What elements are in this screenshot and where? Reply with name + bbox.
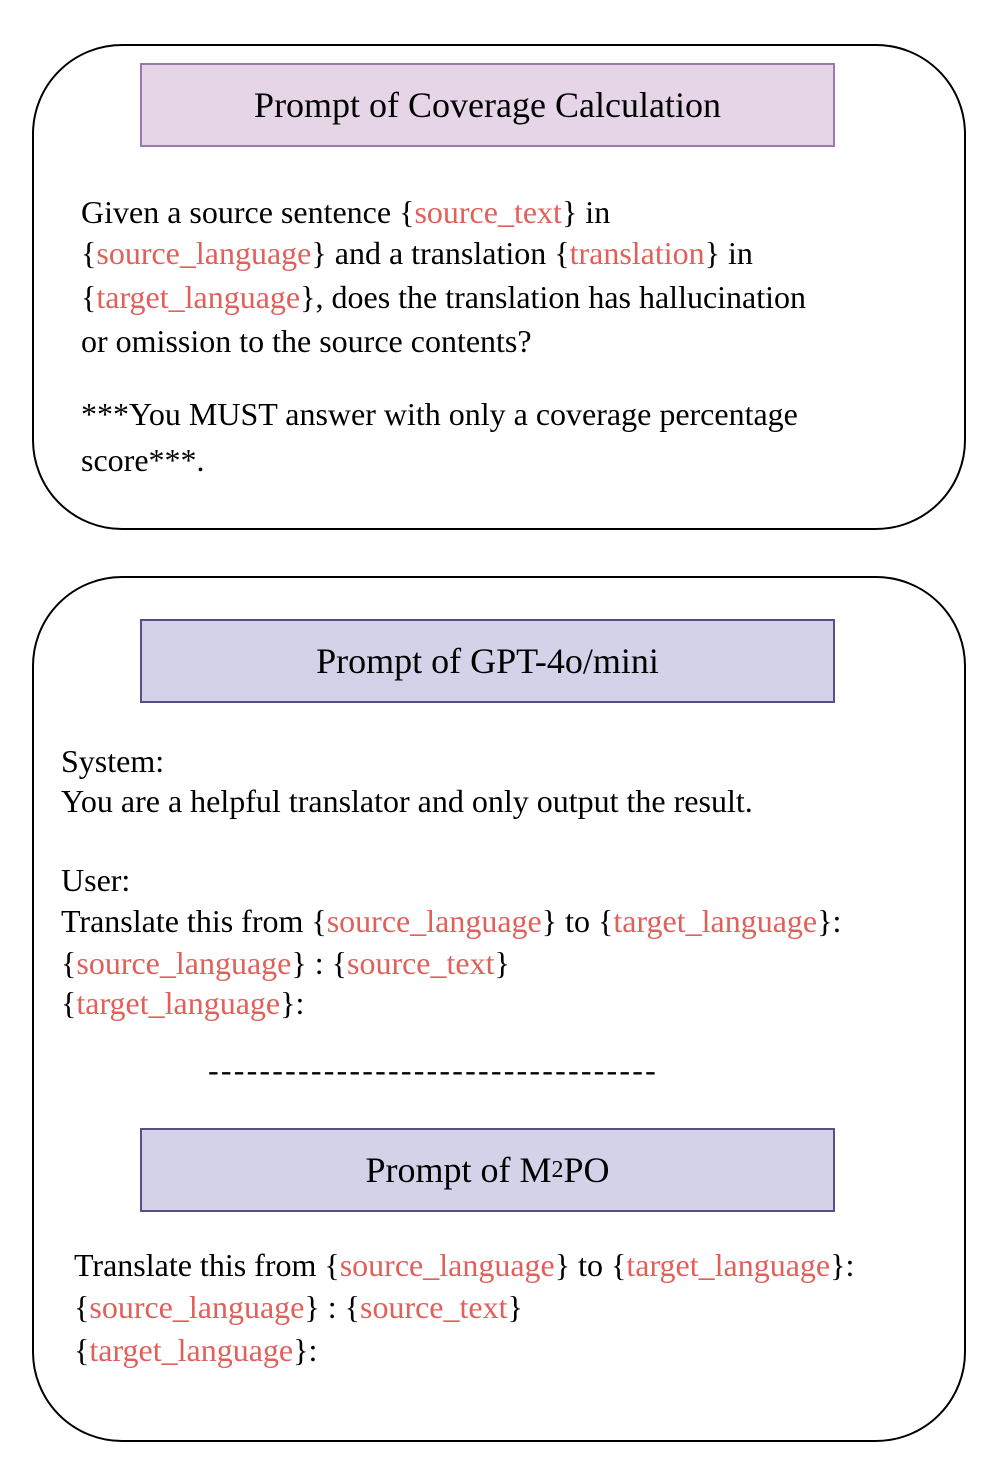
coverage-line-4: or omission to the source contents?	[81, 323, 532, 359]
coverage-line-2: {source_language} and a translation {tra…	[81, 235, 753, 271]
coverage-line-3: {target_language}, does the translation …	[81, 279, 807, 315]
placeholder-translation: translation	[569, 235, 705, 271]
coverage-line-1: Given a source sentence {source_text} in	[81, 194, 611, 230]
user-label: User:	[61, 862, 131, 898]
placeholder-source-language: source_language	[96, 235, 312, 271]
system-label: System:	[61, 743, 165, 779]
gpt-prompt-panel	[32, 576, 966, 1442]
m2po-line-1: Translate this from {source_language} to…	[74, 1247, 855, 1283]
gpt-line-2: {source_language} : {source_text}	[61, 945, 510, 981]
coverage-prompt-title: Prompt of Coverage Calculation	[140, 63, 835, 147]
divider-dashes: -----------------------------------	[208, 1052, 658, 1088]
gpt-line-1: Translate this from {source_language} to…	[61, 903, 842, 939]
coverage-line-6: score***.	[81, 442, 205, 478]
gpt-line-3: {target_language}:	[61, 985, 305, 1021]
system-text: You are a helpful translator and only ou…	[61, 783, 753, 819]
gpt-prompt-title: Prompt of GPT-4o/mini	[140, 619, 835, 703]
placeholder-target-language: target_language	[96, 279, 301, 315]
m2po-line-3: {target_language}:	[74, 1332, 318, 1368]
m2po-line-2: {source_language} : {source_text}	[74, 1289, 523, 1325]
placeholder-source-text: source_text	[414, 194, 562, 230]
coverage-line-5: ***You MUST answer with only a coverage …	[81, 396, 798, 432]
